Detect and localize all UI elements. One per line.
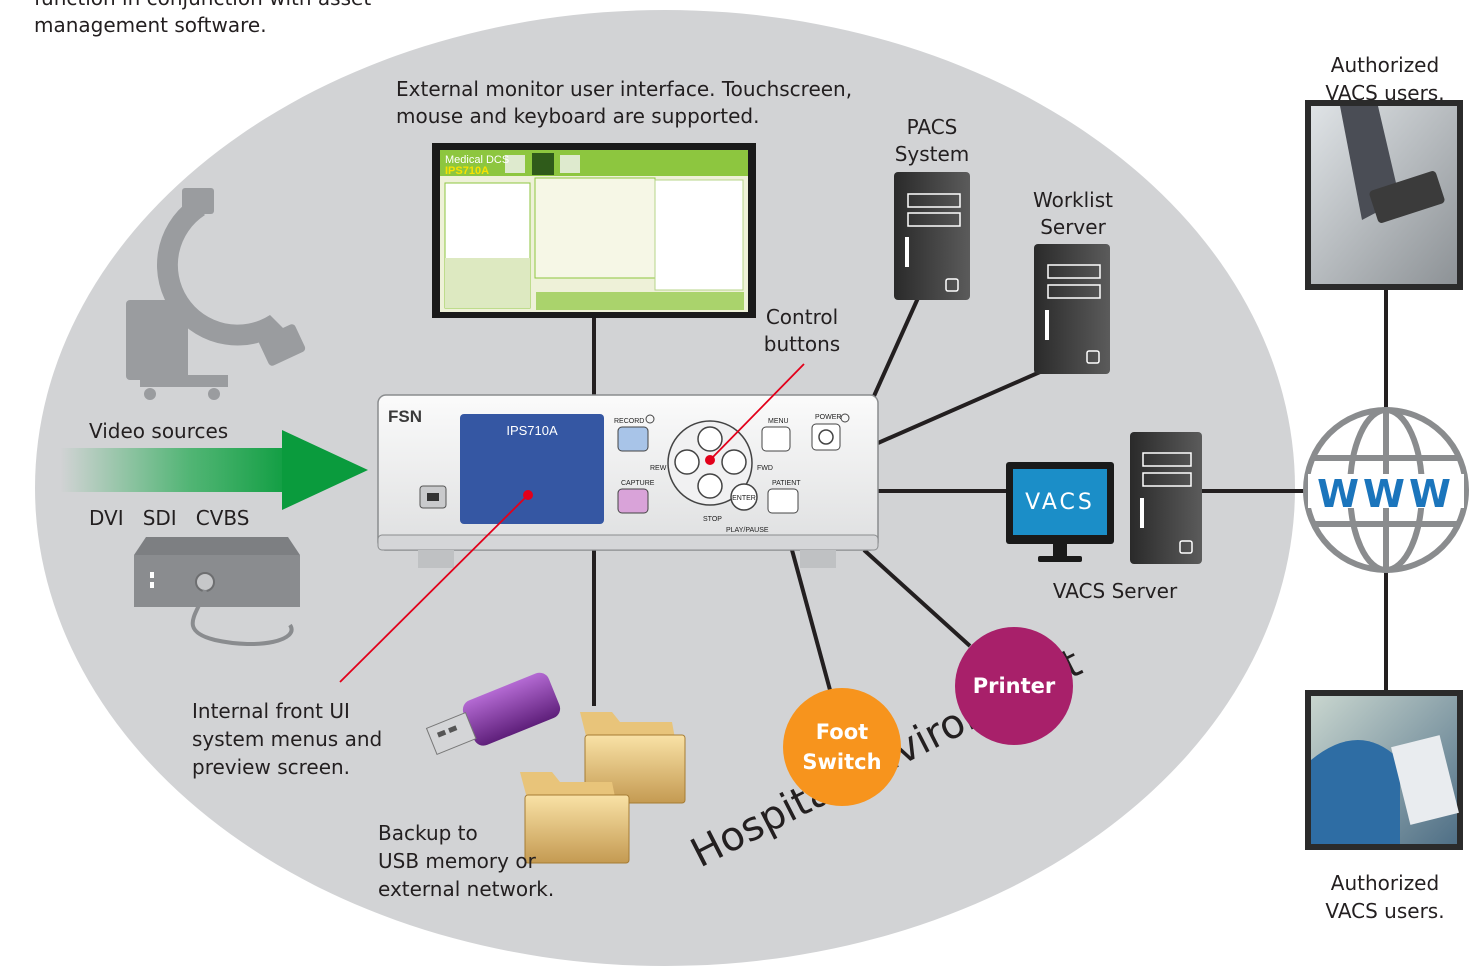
play-pause-label: PLAY/PAUSE — [726, 527, 769, 534]
control-buttons-label-1: Control — [765, 305, 839, 329]
pointer-lines — [339, 363, 805, 683]
pacs-system-tower — [894, 172, 970, 300]
internal-ui-label-2: system menus and — [192, 727, 383, 751]
capture-label: CAPTURE — [621, 480, 655, 487]
enter-label: ENTER — [732, 495, 756, 502]
patient-label: PATIENT — [772, 480, 801, 487]
authorized-user-photo-bottom — [1305, 690, 1463, 850]
foot-switch-bubble: Foot Switch — [783, 688, 901, 806]
vacs-server-label: VACS Server — [1052, 579, 1178, 603]
rew-label: REW — [650, 465, 667, 472]
backup-label-1: Backup to — [378, 821, 478, 845]
video-inputs-label: DVI SDI CVBS — [89, 506, 250, 530]
pointer-internal-ui — [339, 494, 529, 683]
foot-switch-label-1: Foot — [815, 720, 869, 744]
pacs-label-2: System — [894, 142, 970, 166]
pacs-label-1: PACS — [906, 115, 958, 139]
vacs-monitor — [1006, 462, 1114, 562]
vacs-server-tower — [1130, 432, 1202, 564]
line-foot — [790, 549, 832, 691]
foot-switch-label-2: Switch — [802, 750, 882, 774]
worklist-label-1: Worklist — [1032, 188, 1114, 212]
usb-stick-icon — [425, 672, 561, 756]
internal-ui-label-1: Internal front UI — [192, 699, 350, 723]
printer-label: Printer — [972, 674, 1056, 698]
external-monitor — [432, 143, 756, 318]
vacs-logo: VACS — [1025, 490, 1095, 515]
authorized-users-bottom-1: Authorized — [1330, 871, 1440, 895]
authorized-users-top-2: VACS users. — [1325, 81, 1445, 105]
menu-label: MENU — [768, 418, 789, 425]
authorized-user-photo-top — [1305, 100, 1463, 290]
line-pacs — [872, 297, 920, 397]
c-arm-xray-icon — [126, 188, 306, 400]
control-buttons-label-2: buttons — [763, 332, 841, 356]
device-brand-logo: FSN — [388, 407, 422, 426]
globe-text-band — [1308, 474, 1464, 508]
globe-www-text: WWW — [1317, 472, 1455, 516]
external-monitor-caption-1: External monitor user interface. Touchsc… — [396, 77, 853, 101]
authorized-users-top-1: Authorized — [1330, 53, 1440, 77]
pointer-dot-control — [705, 455, 715, 465]
folder-icons — [520, 712, 686, 864]
top-note-cut: function in conjunction with asset — [34, 0, 371, 12]
backup-label-2: USB memory or — [378, 849, 536, 873]
monitor-app-model: IPS710A — [445, 165, 489, 177]
video-input-arrow — [60, 430, 368, 510]
top-note: management software. — [34, 13, 267, 37]
power-label: POWER — [815, 414, 841, 421]
device-lcd-model: IPS710A — [506, 423, 558, 438]
record-label: RECORD — [614, 418, 644, 425]
backup-label-3: external network. — [378, 877, 555, 901]
video-source-box — [134, 537, 300, 647]
pointer-control-buttons — [709, 363, 805, 461]
connection-lines — [592, 290, 1388, 706]
ips710a-device — [377, 394, 879, 568]
fwd-label: FWD — [757, 465, 773, 472]
authorized-users-bottom-2: VACS users. — [1325, 899, 1445, 923]
printer-bubble: Printer — [955, 627, 1073, 745]
line-worklist — [877, 370, 1041, 445]
worklist-server-tower — [1034, 244, 1110, 374]
line-printer — [862, 548, 972, 648]
stop-label: STOP — [703, 516, 722, 523]
worklist-label-2: Server — [1040, 215, 1106, 239]
monitor-app-title: Medical DCS — [445, 154, 509, 166]
external-monitor-caption-2: mouse and keyboard are supported. — [396, 104, 760, 128]
internal-ui-label-3: preview screen. — [192, 755, 351, 779]
pointer-dot-lcd — [523, 490, 533, 500]
video-sources-label: Video sources — [89, 419, 229, 443]
